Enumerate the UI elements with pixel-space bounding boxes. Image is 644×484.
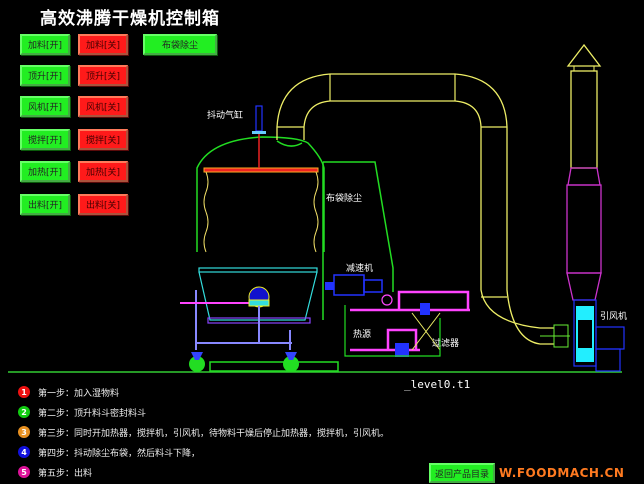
step-item: 3 第三步：同时开加热器，搅拌机，引风机，待物料干燥后停止加热器，搅拌机，引风机… [18,422,389,442]
label-heat-source: 热源 [353,330,372,340]
stir-on-button[interactable]: 搅拌[开] [20,129,70,150]
reducer-coupling [325,282,334,290]
chimney-reducer [566,272,602,301]
step-text: 第四步：抖动除尘布袋，然后料斗下降， [38,448,201,459]
caster-right [285,352,297,360]
chimney [570,70,598,169]
step-item: 2 第二步：顶升料斗密封料斗 [18,402,389,422]
fan-stand [595,348,621,372]
heat-pump [395,343,409,357]
discharge-off-button[interactable]: 出料[关] [78,194,128,215]
level-readout: _level0.t1 [404,378,471,391]
label-reducer: 减速机 [346,264,374,274]
step-list: 1 第一步：加入湿物料 2 第二步：顶升料斗密封料斗 3 第三步：同时开加热器，… [18,382,389,482]
label-bag-dust: 布袋除尘 [326,194,363,204]
label-induced-fan: 引风机 [600,312,628,322]
heat-pipe-lower-loop [386,328,418,350]
chimney-collar [573,65,595,72]
caster-left [191,352,203,360]
duct-connection [276,140,303,147]
heat-source-frame [344,305,441,357]
step-text: 第五步：出料 [38,468,93,479]
label-shake-cylinder: 抖动气缸 [207,111,244,121]
cylinder-flange [252,131,266,134]
wheel-left [189,356,205,372]
air-duct-inner [303,100,554,329]
step-number-badge: 1 [18,386,30,398]
filter-bag-top [203,167,319,173]
pressure-gauge-icon [381,294,393,306]
page-title: 高效沸腾干燥机控制箱 [40,9,220,29]
heat-off-button[interactable]: 加热[关] [78,161,128,182]
step-text: 第三步：同时开加热器，搅拌机，引风机，待物料干燥后停止加热器，搅拌机，引风机。 [38,428,390,439]
heat-on-button[interactable]: 加热[开] [20,161,70,182]
vessel-body [196,136,325,252]
filter-cross [411,312,441,351]
base-platform [209,361,339,372]
step-number-badge: 4 [18,446,30,458]
fan-motor [595,326,625,350]
step-item: 5 第五步：出料 [18,462,389,482]
fan-off-button[interactable]: 风机[关] [78,96,128,117]
lift-on-button[interactable]: 顶升[开] [20,65,70,86]
heat-pipe-loop [397,290,470,310]
step-text: 第一步：加入湿物料 [38,388,120,399]
chimney-cap [566,43,602,67]
step-number-badge: 3 [18,426,30,438]
filter-bag-right [313,171,319,253]
step-number-badge: 2 [18,406,30,418]
feed-off-button[interactable]: 加料[关] [78,34,128,55]
chimney-lower [566,184,602,274]
step-text: 第二步：顶升料斗密封料斗 [38,408,147,419]
watermark: W.FOODMACH.CN [499,466,625,480]
step-item: 1 第一步：加入湿物料 [18,382,389,402]
shake-cylinder [255,105,263,132]
valve-icon [420,303,430,315]
wheel-right [283,356,299,372]
bowl-rim [198,267,318,273]
fan-window [578,320,592,348]
filter-bag-left [203,171,209,253]
chimney-transition [567,167,601,186]
step-number-badge: 5 [18,466,30,478]
discharge-on-button[interactable]: 出料[开] [20,194,70,215]
bag-dust-button[interactable]: 布袋除尘 [143,34,217,55]
reducer [333,274,365,296]
bag-dust-chamber [323,161,394,292]
back-to-catalog-button[interactable]: 返回产品目录 [429,463,496,483]
reducer-motor [363,279,383,293]
material-bowl [198,271,318,321]
stir-off-button[interactable]: 搅拌[关] [78,129,128,150]
fan-on-button[interactable]: 风机[开] [20,96,70,117]
air-duct [276,73,554,345]
step-item: 4 第四步：抖动除尘布袋，然后料斗下降， [18,442,389,462]
lift-off-button[interactable]: 顶升[关] [78,65,128,86]
feed-on-button[interactable]: 加料[开] [20,34,70,55]
agitator-mount [248,299,270,307]
label-filter: 过滤器 [432,339,460,349]
